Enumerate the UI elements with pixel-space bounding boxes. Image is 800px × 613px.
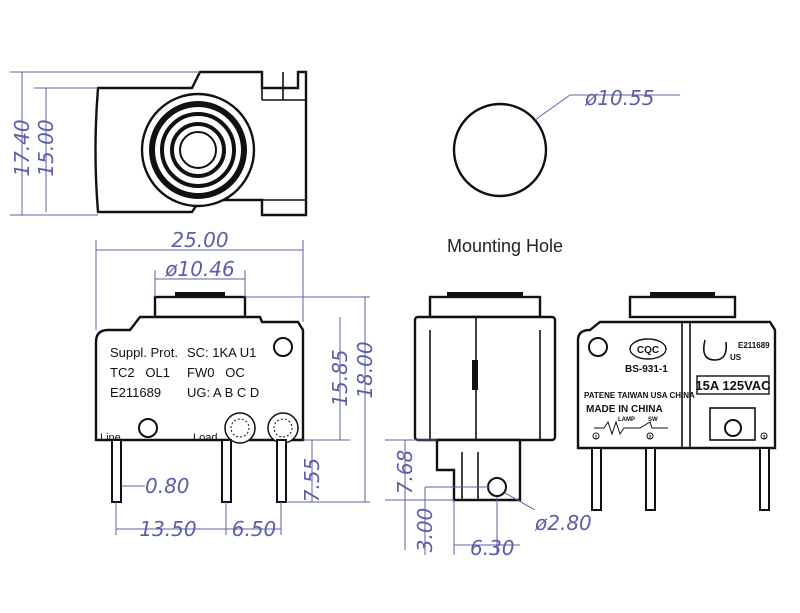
dim-side-hole: ø2.80 (534, 511, 592, 535)
dim-side-width: 6.30 (470, 536, 515, 560)
front-text-1r: SC: 1KA U1 (187, 345, 256, 360)
dim-button-diameter: ø10.46 (164, 257, 235, 281)
button-ring-4 (170, 122, 226, 178)
button-ring-2 (149, 101, 247, 199)
dim-height-button: 15.85 (328, 349, 352, 406)
side-view-dimensions: 7.68 3.00 6.30 ø2.80 (385, 439, 592, 560)
front-terminal-load: Load (193, 432, 217, 444)
mounting-hole-circle (452, 102, 548, 198)
back-terminal-hole (724, 419, 742, 437)
front-view-dimensions: 25.00 ø10.46 15.85 18.00 7.55 0.80 13.50… (95, 228, 377, 541)
rating-text: 15A 125VAC (695, 378, 771, 393)
svg-text:1: 1 (595, 435, 598, 441)
circuit-symbol (594, 420, 668, 436)
front-text-1l: Suppl. Prot. (110, 345, 178, 360)
side-terminal-hole (487, 477, 507, 497)
ul-cert-text: E211689 (738, 341, 770, 350)
lamp-text: LAMP (618, 417, 635, 423)
back-view: CQC BS-931-1 PATENE TAIWAN USA CHINA MAD… (576, 292, 777, 511)
made-in-text: MADE IN CHINA (586, 404, 663, 415)
front-view: Suppl. Prot. SC: 1KA U1 TC2 OL1 FW0 OC E… (94, 292, 305, 503)
front-text-3r: UG: A B C D (187, 385, 259, 400)
top-view (94, 70, 308, 217)
front-body (94, 315, 305, 442)
date-wheel-right (267, 412, 299, 444)
front-text-2l: TC2 OL1 (110, 365, 170, 380)
front-button (153, 295, 247, 319)
dim-height-total: 17.40 (10, 119, 34, 176)
front-text-2r: FW0 OC (187, 365, 245, 380)
sw-text: SW (648, 417, 658, 423)
pin-lamp (276, 439, 287, 503)
dim-pin-height: 7.55 (300, 458, 324, 503)
mounting-hole-label: Mounting Hole (447, 236, 563, 256)
button-center (179, 131, 217, 169)
dim-pin-spacing-1: 13.50 (139, 517, 196, 541)
dim-pin-width: 0.80 (145, 474, 190, 498)
dim-width: 25.00 (171, 228, 228, 252)
front-line-hole (138, 418, 158, 438)
svg-text:3: 3 (763, 435, 766, 441)
mounting-hole-view: ø10.55 Mounting Hole (447, 86, 680, 256)
dim-side-height: 7.68 (393, 450, 417, 495)
model-text: BS-931-1 (625, 364, 668, 375)
ul-logo (702, 339, 728, 361)
front-text-3l: E211689 (110, 385, 161, 400)
dim-hole-diameter: ø10.55 (584, 86, 655, 110)
us-text: US (730, 353, 742, 362)
back-pin-1 (591, 447, 602, 511)
patent-text: PATENE TAIWAN USA CHINA (584, 391, 695, 400)
dim-height-overall: 18.00 (353, 341, 377, 398)
back-pin-2 (645, 447, 656, 511)
top-view-dimensions: 17.40 15.00 (10, 71, 200, 216)
cqc-logo (629, 338, 667, 360)
pin-line (111, 439, 122, 503)
date-wheel-left (224, 412, 256, 444)
back-mount-hole (588, 337, 608, 357)
side-button (428, 295, 542, 319)
button-ring-3 (160, 112, 236, 188)
dim-height-body: 15.00 (34, 119, 58, 176)
front-mount-hole (273, 337, 293, 357)
back-button (628, 295, 737, 319)
back-pin-3 (759, 447, 770, 511)
side-view (413, 292, 557, 502)
front-button-top (175, 292, 225, 298)
pin-load (221, 439, 232, 503)
svg-text:2: 2 (649, 435, 652, 441)
dim-pin-spacing-2: 6.50 (232, 517, 277, 541)
side-body (413, 315, 557, 442)
cqc-text: CQC (637, 345, 659, 356)
